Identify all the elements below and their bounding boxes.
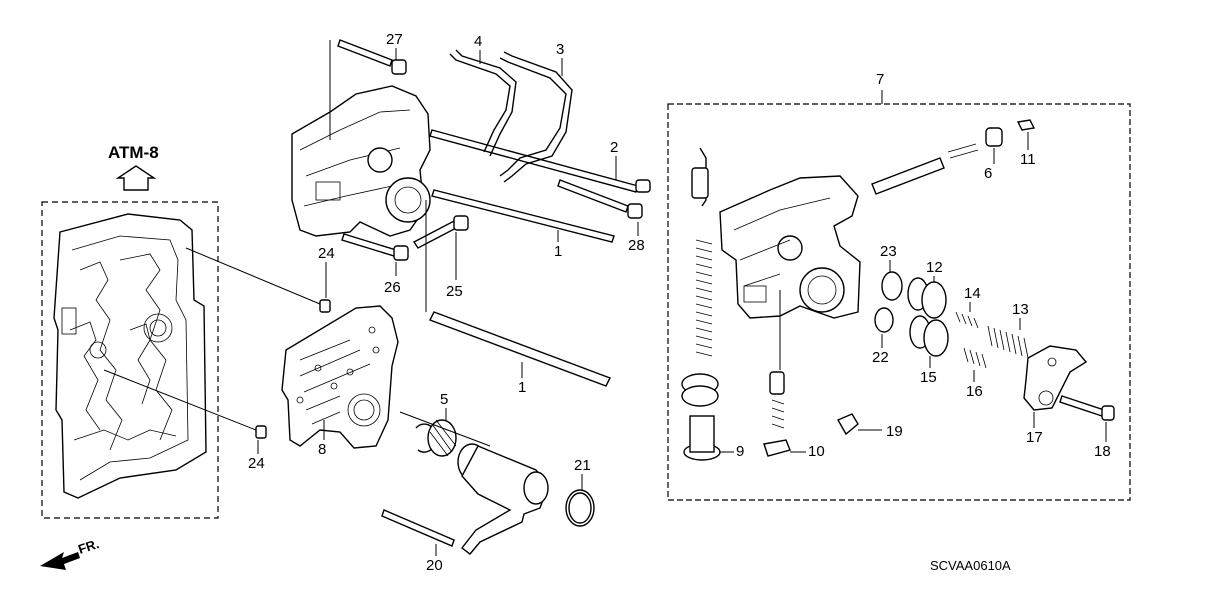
- callout-5: 5: [440, 391, 448, 408]
- callout-8: 8: [318, 441, 326, 458]
- orifice-plug: [871, 119, 1036, 195]
- assembly-7-box: [667, 103, 1131, 501]
- shaft-1-upper: [431, 189, 615, 243]
- bolt-26: [341, 233, 409, 261]
- callout-27: 27: [386, 31, 403, 48]
- check-ball-lower: [103, 369, 267, 439]
- reference-label: ATM-8: [108, 143, 159, 162]
- bolt-25: [412, 215, 469, 249]
- callout-17: 17: [1026, 429, 1043, 446]
- callout-13: 13: [1012, 301, 1029, 318]
- diagram-code: SCVAA0610A: [930, 558, 1011, 573]
- front-arrow-icon: [40, 552, 80, 570]
- callout-24-lower: 24: [248, 455, 265, 472]
- callout-2: 2: [610, 139, 618, 156]
- accumulator-piston: [427, 419, 457, 457]
- callout-9: 9: [736, 443, 744, 460]
- oil-pipe-4: [449, 49, 517, 157]
- callout-10: 10: [808, 443, 825, 460]
- callout-24-upper: 24: [318, 245, 335, 262]
- check-ball-upper: [185, 247, 331, 313]
- spring-16: [963, 347, 987, 369]
- cover-plate-17: [1023, 345, 1088, 411]
- callout-19: 19: [886, 423, 903, 440]
- callout-1-lower: 1: [518, 379, 526, 396]
- main-valve-body: [53, 213, 207, 499]
- spring-14: [955, 311, 979, 329]
- callout-16: 16: [966, 383, 983, 400]
- ring-23: [881, 271, 903, 301]
- callout-28: 28: [628, 237, 645, 254]
- atm8-reference-box: [41, 201, 219, 519]
- regulator-valve-body: [719, 175, 861, 319]
- bolt-2: [429, 129, 651, 193]
- callout-25: 25: [446, 283, 463, 300]
- callout-14: 14: [964, 285, 981, 302]
- up-arrow-icon: [115, 165, 157, 191]
- callout-6: 6: [984, 165, 992, 182]
- ring-22: [874, 307, 894, 333]
- front-direction-label: FR.: [76, 536, 101, 557]
- callout-20: 20: [426, 557, 443, 574]
- callout-7: 7: [876, 71, 884, 88]
- oil-pipe-3: [499, 51, 573, 183]
- piston-15: [909, 315, 949, 357]
- piston-12: [907, 277, 947, 319]
- bolt-18: [1059, 395, 1115, 421]
- spring-plunger: [763, 290, 791, 457]
- callout-22: 22: [872, 349, 889, 366]
- callout-12: 12: [926, 259, 943, 276]
- callouts: 27 4 3 2 28 1 26 25 24 1 8 24 5 21 20 7 …: [248, 31, 1111, 574]
- valve-stack: [681, 147, 721, 461]
- shaft-1-lower: [425, 200, 611, 387]
- bolt-28: [557, 179, 643, 219]
- callout-23: 23: [880, 243, 897, 260]
- bolt-19: [837, 413, 859, 436]
- callout-18: 18: [1094, 443, 1111, 460]
- callout-11: 11: [1020, 151, 1036, 168]
- o-ring-21: [565, 489, 595, 527]
- servo-body-assembly: [291, 40, 431, 237]
- callout-26: 26: [384, 279, 401, 296]
- pin-20: [381, 509, 455, 547]
- shift-fork-shaft: [399, 411, 549, 555]
- spring-13: [987, 325, 1029, 359]
- callout-3: 3: [556, 41, 564, 58]
- separator-plate: [281, 305, 399, 449]
- callout-15: 15: [920, 369, 937, 386]
- callout-21: 21: [574, 457, 591, 474]
- bolt-27: [337, 39, 407, 75]
- callout-1-upper: 1: [554, 243, 562, 260]
- callout-4: 4: [474, 33, 482, 50]
